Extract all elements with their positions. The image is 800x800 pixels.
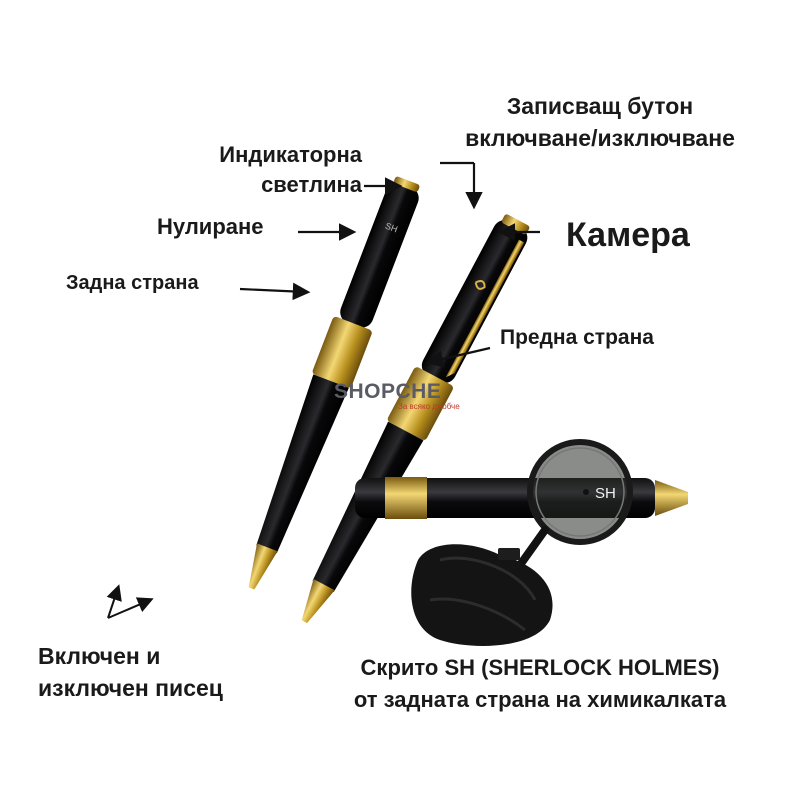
record-line2: включване/изключване xyxy=(465,125,735,151)
hidden-line1: Скрито SH (SHERLOCK HOLMES) xyxy=(360,655,720,680)
record-line1: Записващ бутон xyxy=(506,93,694,119)
usb-cable-icon xyxy=(411,544,553,646)
back-side-label: Задна страна xyxy=(66,272,199,294)
on-off-nib-label: Включен и изключен писец xyxy=(38,640,223,704)
indicator-line1: Индикаторна xyxy=(219,142,362,167)
arrow-icon xyxy=(425,346,491,368)
reset-label: Нулиране xyxy=(157,214,264,239)
arrow-icon xyxy=(239,282,311,301)
back-pen: SH xyxy=(248,176,420,590)
indicator-line2: светлина xyxy=(261,172,362,197)
hidden-line2: от задната страна на химикалката xyxy=(353,687,727,712)
camera-label: Камера xyxy=(566,216,690,254)
record-button-label: Записващ бутон включване/изключване xyxy=(425,90,775,154)
magnifier-icon: SH xyxy=(516,439,633,569)
horizontal-pen xyxy=(355,477,688,519)
hidden-sh-label: Скрито SH (SHERLOCK HOLMES) от задната с… xyxy=(306,652,774,716)
onoff-line1: Включен и xyxy=(38,643,161,669)
arrow-icon xyxy=(107,597,154,619)
watermark-tagline: За всяко джобче xyxy=(398,402,460,411)
front-side-label: Предна страна xyxy=(500,326,654,349)
indicator-light-label: Индикаторна светлина xyxy=(150,140,362,200)
svg-text:SH: SH xyxy=(595,485,616,502)
arrow-icon xyxy=(106,584,122,619)
watermark-brand: SHOPCHE xyxy=(334,380,442,403)
onoff-line2: изключен писец xyxy=(38,675,223,701)
svg-text:SH: SH xyxy=(384,221,399,235)
